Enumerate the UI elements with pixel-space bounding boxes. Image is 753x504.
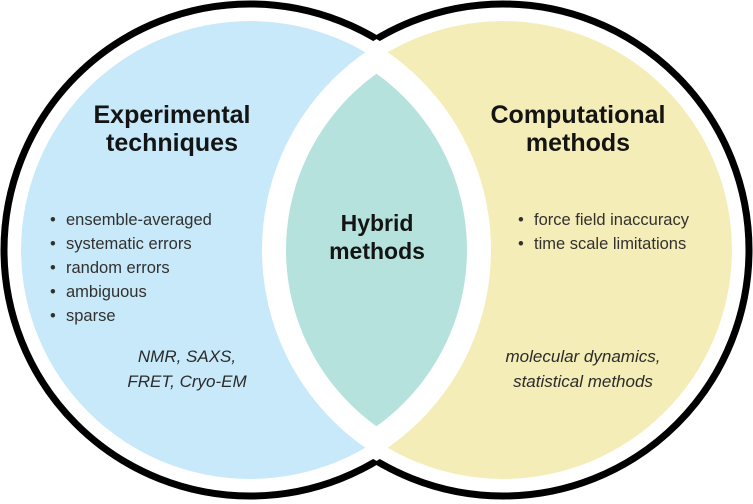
right-set-examples-line1: molecular dynamics, [506,347,661,366]
left-bullet-1: systematic errors [66,235,192,253]
intersection-title-line1: Hybrid [341,210,414,236]
right-set-examples-line2: statistical methods [513,372,653,391]
left-set-title-line1: Experimental [93,101,250,129]
left-set-title-line2: techniques [106,129,238,157]
bullet-marker: • [518,235,524,253]
bullet-marker: • [50,307,56,325]
left-bullet-4: sparse [66,307,116,325]
right-bullet-1: time scale limitations [534,235,686,253]
bullet-marker: • [50,259,56,277]
intersection-title-line2: methods [329,238,425,264]
left-set-examples-line1: NMR, SAXS, [138,347,236,366]
intersection-fill [286,33,467,467]
left-bullet-2: random errors [66,259,170,277]
left-bullet-3: ambiguous [66,283,147,301]
bullet-marker: • [50,235,56,253]
left-set-bullet-list: • ensemble-averaged • systematic errors … [50,211,212,325]
left-set-content: Experimental techniques • ensemble-avera… [50,101,251,391]
right-set-bullet-list: • force field inaccuracy • time scale li… [518,211,690,253]
right-set-content: Computational methods • force field inac… [491,101,690,391]
right-set-title-line2: methods [526,129,630,157]
left-set-examples-line2: FRET, Cryo-EM [127,372,247,391]
left-bullet-0: ensemble-averaged [66,211,212,229]
right-set-title-line1: Computational [491,101,666,129]
bullet-marker: • [50,283,56,301]
intersection-content: Hybrid methods [329,210,425,264]
bullet-marker: • [518,211,524,229]
bullet-marker: • [50,211,56,229]
right-bullet-0: force field inaccuracy [534,211,690,229]
